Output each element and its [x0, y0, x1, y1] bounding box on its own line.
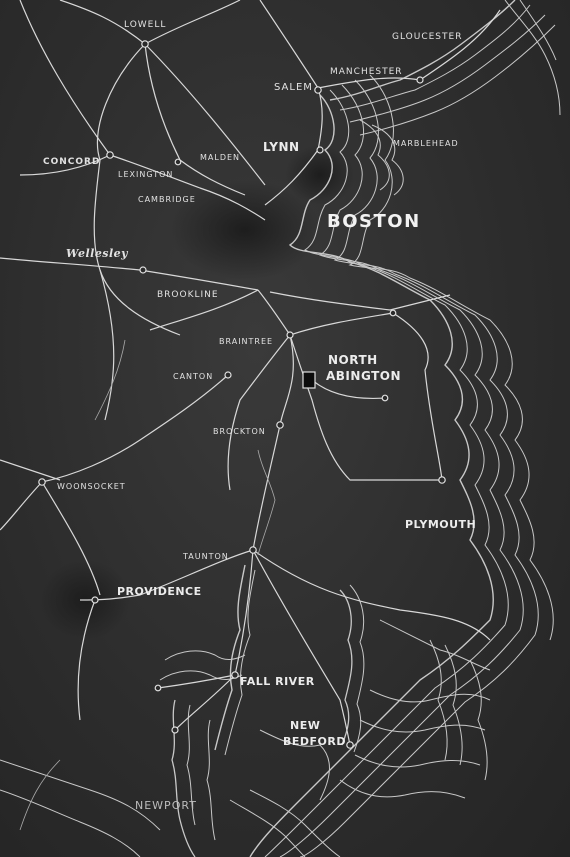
label-salem: SALEM — [274, 82, 313, 93]
concord-station — [106, 151, 114, 159]
label-boston: BOSTON — [327, 211, 421, 232]
label-concord: CONCORD — [43, 157, 101, 167]
fall-river-station — [231, 671, 239, 679]
coast-station — [389, 309, 397, 317]
label-braintree: BRAINTREE — [219, 337, 274, 346]
lexington-station — [174, 158, 182, 166]
label-wellesley: Wellesley — [66, 247, 129, 260]
taunton-station — [249, 546, 257, 554]
lowell-station — [141, 40, 149, 48]
canton-station — [224, 371, 232, 379]
label-manchester: MANCHESTER — [330, 67, 403, 77]
boston-urban-area — [170, 180, 320, 280]
label-plymouth: PLYMOUTH — [405, 518, 477, 531]
providence-station — [91, 596, 99, 604]
salem-station — [314, 86, 322, 94]
label-canton: CANTON — [173, 372, 214, 381]
label-north: NORTH — [328, 353, 378, 367]
label-malden: MALDEN — [200, 153, 241, 162]
label-abington: ABINGTON — [326, 369, 402, 383]
label-brookline: BROOKLINE — [157, 290, 219, 300]
manchester-station — [416, 76, 424, 84]
braintree-station — [286, 331, 294, 339]
label-newport: NEWPORT — [135, 799, 197, 812]
rhode-island-station — [154, 684, 162, 692]
wellesley-station — [139, 266, 147, 274]
label-lowell: LOWELL — [124, 20, 167, 30]
label-brockton: BROCKTON — [213, 427, 266, 436]
label-bedford: BEDFORD — [283, 735, 346, 748]
north-abington-marker — [302, 371, 316, 389]
label-taunton: TAUNTON — [183, 552, 229, 561]
label-lexington: LEXINGTON — [118, 170, 174, 179]
station-markers — [38, 40, 446, 749]
lynn-urban-area — [285, 145, 355, 205]
label-cambridge: CAMBRIDGE — [138, 195, 196, 204]
woonsocket-station — [38, 478, 46, 486]
label-lynn: LYNN — [263, 140, 300, 154]
label-marblehead: MARBLEHEAD — [393, 139, 459, 148]
brockton-station — [276, 421, 284, 429]
new-bedford-station — [346, 741, 354, 749]
label-fall-river: FALL RIVER — [240, 675, 315, 688]
label-providence: PROVIDENCE — [117, 585, 202, 598]
abington-branch-station — [381, 394, 389, 402]
plymouth-station — [438, 476, 446, 484]
label-woonsocket: WOONSOCKET — [57, 482, 126, 491]
lynn-station — [316, 146, 324, 154]
newport-station — [171, 726, 179, 734]
label-gloucester: GLOUCESTER — [392, 32, 463, 42]
rivers — [19, 339, 276, 831]
label-new: NEW — [290, 719, 321, 732]
